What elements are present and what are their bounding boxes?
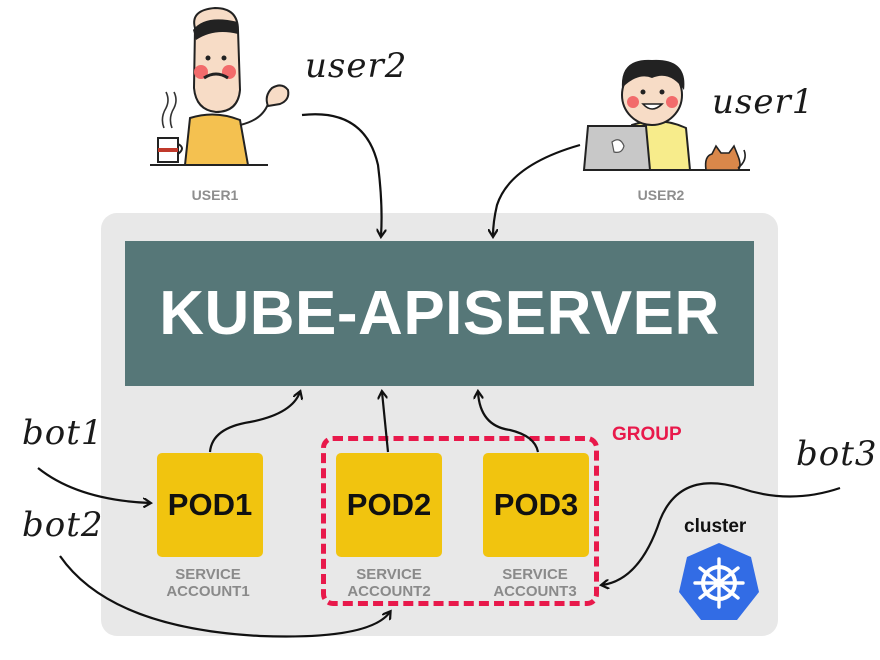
service-account3-label: SERVICE ACCOUNT3: [460, 566, 610, 600]
bot2-arrow: [59, 555, 390, 638]
service-account1-line2: ACCOUNT1: [166, 583, 250, 600]
user1-arrow: [493, 143, 581, 236]
service-account1-line1: SERVICE: [175, 566, 241, 583]
bot1-arrow: [37, 467, 150, 503]
service-account3-line1: SERVICE: [502, 566, 568, 583]
pod2-label: POD2: [346, 487, 432, 522]
cluster-label: cluster: [684, 516, 747, 537]
user2-caption: USER2: [637, 187, 685, 203]
service-account3-line2: ACCOUNT3: [493, 583, 577, 600]
user1-illustration-icon: [150, 6, 290, 166]
service-account2-line1: SERVICE: [356, 566, 422, 583]
kubernetes-helm-icon: [679, 543, 759, 620]
bot2-handwritten-label: bot2: [22, 505, 104, 545]
pod2-box: POD2: [336, 453, 442, 557]
pod2-to-apiserver-arrow: [382, 392, 390, 453]
pod3-to-apiserver-arrow: [478, 392, 540, 453]
bot3-arrow: [602, 482, 841, 585]
pod1-box: POD1: [157, 453, 263, 557]
pod3-label: POD3: [493, 487, 579, 522]
bot1-handwritten-label: bot1: [22, 413, 104, 453]
service-account1-label: SERVICE ACCOUNT1: [133, 566, 283, 600]
bot3-handwritten-label: bot3: [796, 434, 878, 474]
pod1-label: POD1: [167, 487, 253, 522]
kube-apiserver-label: KUBE-APISERVER: [159, 279, 720, 348]
user2-arrow: [301, 113, 382, 236]
user2-illustration-icon: [582, 59, 750, 171]
service-account2-line2: ACCOUNT2: [347, 583, 431, 600]
group-label: GROUP: [612, 424, 682, 445]
kube-apiserver-box: KUBE-APISERVER: [125, 241, 754, 386]
service-account2-label: SERVICE ACCOUNT2: [314, 566, 464, 600]
pod1-to-apiserver-arrow: [208, 392, 300, 453]
group-boundary: [321, 436, 599, 606]
user2-handwritten-label: user2: [305, 46, 408, 86]
pod3-box: POD3: [483, 453, 589, 557]
user1-handwritten-label: user1: [712, 82, 815, 122]
user1-caption: USER1: [191, 187, 239, 203]
